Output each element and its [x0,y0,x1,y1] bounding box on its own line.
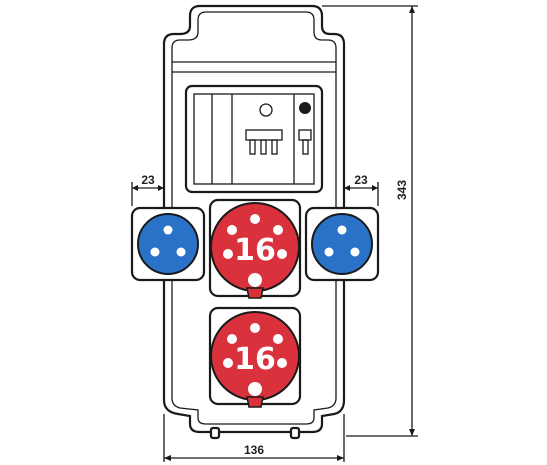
blue-socket-right-pin-l [324,247,334,257]
red-socket-lower: 16 [208,306,302,408]
dimension-height: 343 [322,5,418,437]
dim-right-arrow-a [344,185,350,191]
foot-left [209,426,221,440]
blue-socket-right-pin-r [350,247,360,257]
dim-left-arrow-a [132,185,138,191]
red-socket-upper-pin-2 [227,225,237,235]
blue-socket-left-face [137,213,199,275]
red-socket-upper-pin-earth [248,273,262,287]
blue-socket-left-pin-r [176,247,186,257]
breaker-panel-frame [184,84,324,194]
blue-socket-right-face [311,213,373,275]
dim-height-arrow-top [409,6,415,13]
indicator-light-icon [259,103,273,117]
blue-socket-left-pin-top [163,225,173,235]
red-socket-lower-rating: 16 [234,342,276,377]
breaker-toggle-2 [260,139,267,155]
dim-width-label: 136 [244,443,264,457]
breaker-toggle-3 [271,139,278,155]
breaker-panel [184,84,324,194]
dimension-left-gap: 23 [131,173,165,206]
dimension-right-gap: 23 [343,173,379,206]
blue-socket-left [130,206,206,282]
foot-right [289,426,301,440]
red-socket-upper: 16 [208,198,302,299]
single-breaker-toggle [302,139,309,155]
red-socket-lower-pin-1 [250,323,260,333]
dim-height-label: 343 [395,180,409,200]
breaker-toggle-1 [249,139,256,155]
blue-socket-right-pin-top [337,225,347,235]
breaker-knob-icon [299,102,311,114]
blue-socket-left-pin-l [150,247,160,257]
blue-socket-right [304,206,380,282]
dim-right-arrow-b [372,185,378,191]
red-socket-lower-pin-earth [248,382,262,396]
housing-inner-outline [171,11,337,425]
red-socket-upper-pin-1 [250,214,260,224]
dim-left-arrow-b [158,185,164,191]
dim-height-arrow-bottom [409,429,415,436]
dimension-width: 136 [163,414,345,462]
dim-left-gap-label: 23 [141,173,155,187]
red-socket-upper-rating: 16 [234,233,276,268]
breaker-panel-window [193,93,315,185]
red-socket-lower-pin-4 [223,358,233,368]
red-socket-upper-pin-4 [223,249,233,259]
red-socket-lower-tab [246,396,264,408]
red-socket-lower-pin-3 [273,334,283,344]
red-socket-upper-tab [246,287,264,299]
dim-width-arrow-right [337,455,344,461]
dim-width-arrow-left [164,455,171,461]
dim-right-gap-label: 23 [354,173,368,187]
red-socket-upper-pin-5 [277,249,287,259]
red-socket-upper-pin-3 [273,225,283,235]
red-socket-lower-pin-5 [277,358,287,368]
red-socket-lower-pin-2 [227,334,237,344]
